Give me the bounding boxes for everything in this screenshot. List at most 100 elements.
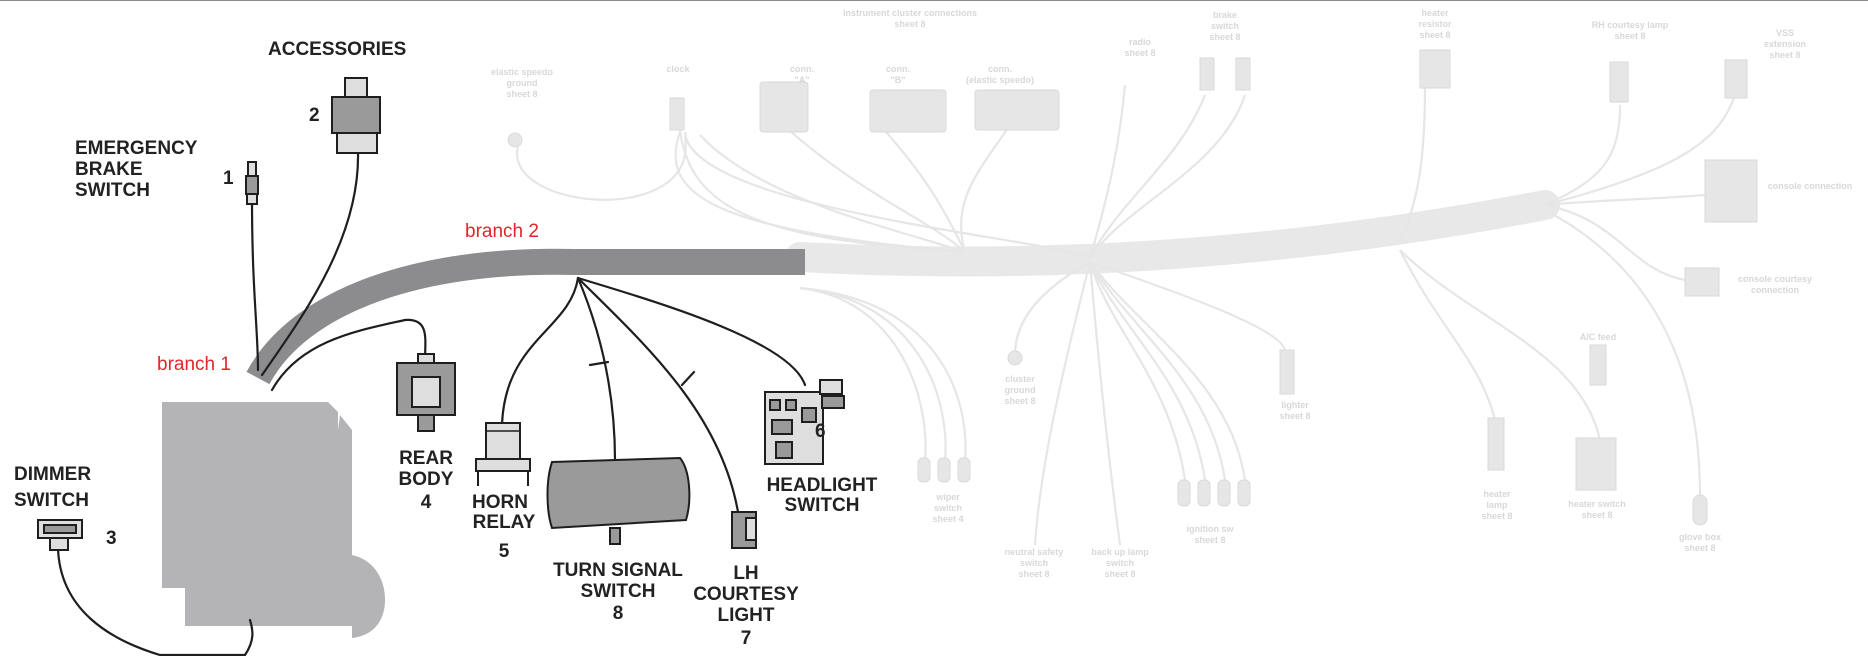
faded-label: sheet 8 <box>1279 411 1310 421</box>
faded-label: heater <box>1421 8 1449 18</box>
faded-label: ignition sw <box>1187 524 1235 534</box>
faded-wire <box>1399 84 1427 241</box>
faded-label: "A" <box>794 75 809 85</box>
faded-wire <box>1544 193 1706 207</box>
faded-wire <box>1089 94 1207 259</box>
branch-2-label: branch 2 <box>465 221 539 242</box>
accessories-connector[interactable] <box>331 77 381 154</box>
faded-heater-switch <box>1575 437 1617 491</box>
dimmer-switch-label-2: SWITCH <box>14 490 89 511</box>
accessories-number: 2 <box>309 105 320 126</box>
faded-cluster-ground <box>1007 350 1023 366</box>
faded-wire <box>1544 209 1702 496</box>
faded-wire <box>799 286 927 461</box>
faded-label: lamp <box>1486 500 1508 510</box>
faded-label: VSS <box>1776 28 1794 38</box>
faded-label: extension <box>1764 39 1806 49</box>
faded-wire <box>1088 84 1127 259</box>
faded-wire <box>1544 104 1622 207</box>
faded-label: sheet 8 <box>1004 396 1035 406</box>
dimmer-switch-connector[interactable] <box>37 519 83 551</box>
faded-label: switch <box>934 503 962 513</box>
faded-label: wiper <box>935 492 960 502</box>
rear-body-label-2: BODY <box>399 469 454 490</box>
faded-label: connection <box>1751 285 1799 295</box>
faded-label: heater <box>1483 489 1511 499</box>
emergency-brake-connector[interactable] <box>245 161 259 205</box>
faded-main-trunk <box>785 190 1560 277</box>
faded-label: back up lamp <box>1091 547 1149 557</box>
faded-label: Instrument cluster connections <box>843 8 977 18</box>
faded-label: lighter <box>1281 400 1309 410</box>
faded-conn-b <box>869 89 947 133</box>
faded-wire <box>799 286 947 461</box>
faded-wire <box>1013 261 1091 356</box>
faded-wire <box>516 136 687 201</box>
faded-wire <box>1089 94 1247 259</box>
wire-cut-mark-2 <box>680 370 696 387</box>
top-border <box>0 0 1868 1</box>
faded-label: sheet 4 <box>932 514 963 524</box>
horn-relay-label-1: HORN <box>472 492 528 513</box>
faded-label: sheet 8 <box>1769 50 1800 60</box>
faded-label: sheet 8 <box>1194 535 1225 545</box>
horn-relay-connector[interactable] <box>475 422 531 486</box>
faded-console-connection <box>1704 159 1758 223</box>
faded-label: sheet 8 <box>1684 543 1715 553</box>
wire-dimmer-switch <box>56 546 254 656</box>
headlight-switch-number: 6 <box>815 421 826 442</box>
faded-label: switch <box>1106 558 1134 568</box>
faded-label: conn. <box>886 64 910 74</box>
faded-label: conn. <box>988 64 1012 74</box>
wire-turn-signal <box>576 276 617 462</box>
faded-label: elastic speedo <box>491 67 554 77</box>
faded-label: sheet 8 <box>1481 511 1512 521</box>
turn-signal-switch-body[interactable] <box>546 456 691 545</box>
faded-wire <box>1089 261 1227 481</box>
faded-wiper-switch <box>917 457 971 483</box>
faded-elastic-ground <box>507 132 523 148</box>
faded-wire <box>1088 261 1187 481</box>
faded-vss <box>1724 59 1748 99</box>
faded-label: RH courtesy lamp <box>1592 20 1669 30</box>
harness-trunk <box>246 248 805 385</box>
faded-label: neutral safety <box>1005 547 1064 557</box>
faded-label: switch <box>1211 21 1239 31</box>
faded-label: console courtesy <box>1738 274 1812 284</box>
turn-signal-label-1: TURN SIGNAL <box>553 560 683 581</box>
faded-wire <box>879 124 966 253</box>
courtesy-light-label-1: LH <box>733 563 758 584</box>
faded-label: sheet 8 <box>1018 569 1049 579</box>
horn-relay-label-2: RELAY <box>473 512 536 533</box>
emergency-brake-number: 1 <box>223 168 234 189</box>
faded-wire <box>960 124 1011 253</box>
dimmer-switch-label-1: DIMMER <box>14 464 91 485</box>
accessories-label: ACCESSORIES <box>268 39 406 60</box>
faded-glove-box <box>1692 494 1708 526</box>
faded-label: "B" <box>890 75 905 85</box>
faded-label: heater switch <box>1568 499 1626 509</box>
faded-label: sheet 8 <box>1124 48 1155 58</box>
faded-label: sheet 8 <box>1104 569 1135 579</box>
wire-courtesy-light <box>576 276 740 514</box>
courtesy-light-connector[interactable] <box>731 511 757 549</box>
branch-1-label: branch 1 <box>157 354 231 375</box>
turn-signal-label-2: SWITCH <box>581 581 656 602</box>
courtesy-light-number: 7 <box>741 628 752 649</box>
faded-console-courtesy <box>1684 267 1720 297</box>
rear-body-connector[interactable] <box>396 353 456 432</box>
headlight-switch-connector[interactable] <box>764 379 845 465</box>
main-harness <box>246 248 805 385</box>
dimmer-switch-number: 3 <box>106 528 117 549</box>
rear-body-number: 4 <box>421 492 432 513</box>
faded-wire <box>799 286 967 461</box>
wire-cut-mark-1 <box>588 360 610 367</box>
faded-label: clock <box>666 64 690 74</box>
wire-emergency-brake <box>250 198 260 372</box>
faded-label: sheet 8 <box>1419 30 1450 40</box>
faded-label: sheet 8 <box>894 19 925 29</box>
turn-signal-number: 8 <box>613 603 624 624</box>
faded-label: conn. <box>790 64 814 74</box>
